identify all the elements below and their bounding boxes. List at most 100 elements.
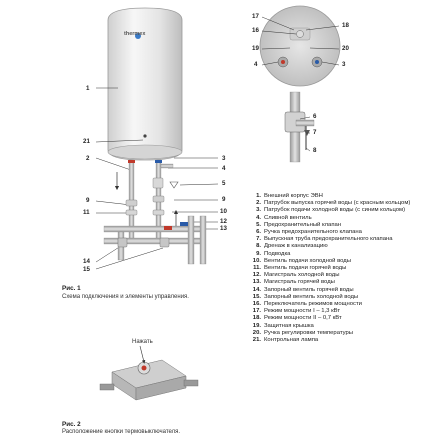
legend-item-number: 12. <box>252 272 261 279</box>
callout-3: 3 <box>222 155 226 162</box>
legend-item-number: 2. <box>256 200 261 207</box>
callout-9-right: 9 <box>222 196 226 203</box>
callout-4: 4 <box>222 165 226 172</box>
fig2-caption: Расположение кнопки термовыключателя. <box>62 429 181 435</box>
callout-16: 16 <box>252 27 259 34</box>
detail-callout-lines <box>299 116 311 152</box>
callout-14: 14 <box>83 258 90 265</box>
legend-item-text: Предохранительный клапан <box>264 221 342 228</box>
callout-12: 12 <box>220 218 227 225</box>
legend-item: 9.Подводка <box>248 251 434 258</box>
legend-item-text: Вентиль подачи горячей воды <box>264 265 347 272</box>
water-heater-tank <box>107 7 183 161</box>
legend-item-number: 19. <box>252 322 261 329</box>
legend-item-text: Сливной вентиль <box>264 214 312 221</box>
legend-item-number: 11. <box>253 265 261 272</box>
legend-item-number: 14. <box>252 286 261 293</box>
callout-4-top: 4 <box>254 61 258 68</box>
callout-10: 10 <box>220 208 227 215</box>
legend-item-text: Патрубок подачи холодной воды (с синим к… <box>264 207 406 214</box>
reset-button-icon <box>141 365 147 371</box>
legend-item-number: 6. <box>256 229 261 236</box>
legend-item-number: 8. <box>256 243 261 250</box>
legend-item: 5.Предохранительный клапан <box>248 222 434 229</box>
legend-item-text: Контрольная лампа <box>264 337 319 344</box>
legend-item-number: 21. <box>252 337 261 344</box>
legend-item-number: 9. <box>256 250 261 257</box>
callout-6: 6 <box>313 113 317 120</box>
legend-item-text: Ручка предохранительного клапана <box>264 229 362 236</box>
legend-item-text: Подводка <box>264 250 291 257</box>
heater-bottom-view <box>259 5 341 87</box>
legend-item-number: 17. <box>252 308 261 315</box>
callout-17: 17 <box>252 13 259 20</box>
legend-item-text: Режим мощности II – 0,7 кВт <box>264 315 342 322</box>
safety-valve-detail <box>284 91 315 163</box>
callout-7: 7 <box>313 129 317 136</box>
legend-item: 12.Магистраль холодной воды <box>248 272 434 279</box>
legend-item: 1.Внешний корпус ЭВН <box>248 193 434 200</box>
callout-13: 13 <box>220 225 227 232</box>
fig2-title: Рис. 2 <box>62 421 81 428</box>
callout-9-left: 9 <box>86 197 90 204</box>
legend-item-text: Защитная крышка <box>264 322 314 329</box>
legend-item: 3.Патрубок подачи холодной воды (с синим… <box>248 207 434 214</box>
legend-item-number: 20. <box>252 329 261 336</box>
indicator-lamp <box>143 134 147 138</box>
callout-18: 18 <box>342 22 349 29</box>
legend-item-number: 13. <box>252 279 261 286</box>
legend-item: 2.Патрубок выпуска горячей воды (с красн… <box>248 200 434 207</box>
legend-item: 13.Магистраль горячей воды <box>248 279 434 286</box>
legend-item-number: 3. <box>256 207 261 214</box>
callout-20: 20 <box>342 45 349 52</box>
power-switch <box>296 30 304 38</box>
legend-item: 15.Запорный вентиль холодной воды <box>248 294 434 301</box>
legend-item-text: Дренаж в канализацию <box>264 243 328 250</box>
legend-item: 14.Запорный вентиль горячей воды <box>248 287 434 294</box>
bottom-view-callout-lines <box>261 16 340 66</box>
callout-8: 8 <box>313 147 317 154</box>
legend-item-text: Выпускная труба предохранительного клапа… <box>264 236 393 243</box>
legend-item-text: Магистраль горячей воды <box>264 279 335 286</box>
flow-arrows <box>114 172 179 226</box>
legend-item: 17.Режим мощности I – 1,3 кВт <box>248 308 434 315</box>
drain-funnel-icon <box>169 181 179 189</box>
legend-item-text: Магистраль холодной воды <box>264 272 340 279</box>
legend-item-text: Переключатель режимов мощности <box>264 301 362 308</box>
legend-item: 10.Вентиль подачи холодной воды <box>248 258 434 265</box>
legend-item: 8.Дренаж в канализацию <box>248 243 434 250</box>
legend-item-text: Запорный вентиль горячей воды <box>264 286 354 293</box>
legend-item-text: Ручка регулировки температуры <box>264 329 353 336</box>
callout-2: 2 <box>86 155 90 162</box>
legend-item-number: 7. <box>256 236 261 243</box>
legend-item: 7.Выпускная труба предохранительного кла… <box>248 236 434 243</box>
brand-logo-icon <box>135 33 141 39</box>
legend-item-number: 10. <box>252 257 261 264</box>
legend-item-number: 16. <box>252 301 261 308</box>
legend-item: 16.Переключатель режимов мощности <box>248 301 434 308</box>
fig1-title: Рис. 1 <box>62 285 81 292</box>
legend-item-number: 1. <box>256 193 261 199</box>
legend-item-number: 4. <box>256 214 261 221</box>
press-label: Нажать <box>132 339 153 345</box>
callout-11: 11 <box>83 209 90 216</box>
callout-19: 19 <box>252 45 259 52</box>
callout-5: 5 <box>222 180 226 187</box>
legend-item-text: Вентиль подачи холодной воды <box>264 257 351 264</box>
legend-item-text: Запорный вентиль холодной воды <box>264 293 359 300</box>
legend-item: 19.Защитная крышка <box>248 323 434 330</box>
thermal-switch-drawing <box>99 345 199 401</box>
legend-item-number: 18. <box>252 315 261 322</box>
legend-item: 4.Сливной вентиль <box>248 215 434 222</box>
legend-item: 20.Ручка регулировки температуры <box>248 330 434 337</box>
legend-item: 21.Контрольная лампа <box>248 337 434 344</box>
legend-item: 18.Режим мощности II – 0,7 кВт <box>248 315 434 322</box>
brand-text: thermex <box>124 31 146 37</box>
legend-item-text: Режим мощности I – 1,3 кВт <box>264 308 341 315</box>
legend-item-text: Патрубок выпуска горячей воды (с красным… <box>264 200 411 207</box>
legend-item-number: 5. <box>256 221 261 228</box>
legend-item-text: Внешний корпус ЭВН <box>264 193 323 199</box>
legend-item: 6.Ручка предохранительного клапана <box>248 229 434 236</box>
